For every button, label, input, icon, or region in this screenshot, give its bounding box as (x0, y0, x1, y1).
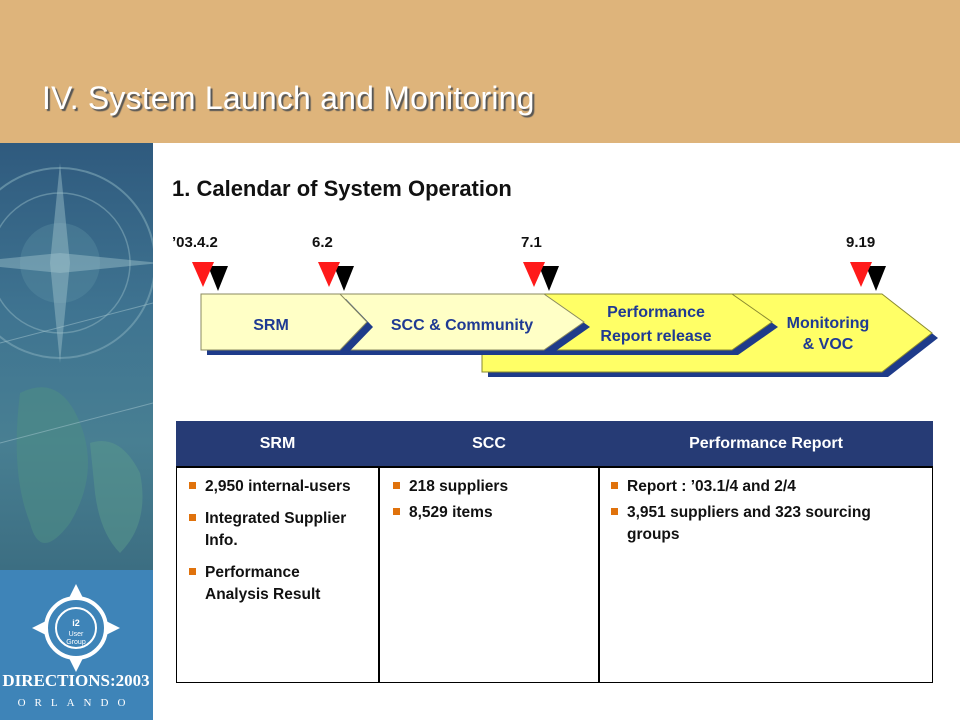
bullet-icon (393, 508, 400, 515)
logo-brand-text: DIRECTIONS:2003 (2, 671, 149, 690)
phase-label-performance-line1: Performance (607, 304, 705, 321)
phase-arrow-srm: SRM (200, 293, 373, 355)
phase-label-scc: SCC & Community (391, 317, 533, 334)
bullet-icon (611, 508, 618, 515)
list-item: Performance Analysis Result (187, 562, 365, 606)
milestone-marker-4 (850, 262, 886, 291)
bullet-icon (189, 514, 196, 521)
compass-map-illustration (0, 163, 153, 553)
page-title: IV. System Launch and Monitoring (42, 80, 535, 116)
bullet-icon (611, 482, 618, 489)
list-item: 2,950 internal-users (187, 476, 365, 498)
phase-arrow-scc: SCC & Community (336, 293, 590, 355)
phase-label-monitoring-line2: & VOC (803, 336, 854, 353)
milestone-marker-3 (523, 262, 559, 291)
phase-label-performance-line2: Report release (600, 328, 711, 345)
header-performance-report: Performance Report (689, 435, 843, 452)
date-label-4: 9.19 (846, 234, 876, 251)
bullet-icon (393, 482, 400, 489)
header-bar (0, 0, 960, 143)
timeline-diagram: Monitoring & VOC Performance Report rele… (192, 262, 938, 377)
list-item: 3,951 suppliers and 323 sourcing groups (609, 502, 919, 546)
performance-report-column: Report : ’03.1/4 and 2/4 3,951 suppliers… (609, 476, 919, 556)
summary-table: SRM SCC Performance Report 2,950 interna… (176, 421, 933, 683)
srm-column: 2,950 internal-users Integrated Supplier… (187, 476, 365, 616)
svg-text:User: User (69, 631, 84, 638)
scc-column: 218 suppliers 8,529 items (391, 476, 591, 534)
header-scc: SCC (472, 435, 506, 452)
list-item: 8,529 items (391, 502, 591, 524)
i2-user-group-emblem: i2 User Group DIRECTIONS:2003 ORLANDO (2, 584, 150, 709)
table-body: 2,950 internal-users Integrated Supplier… (176, 466, 933, 683)
logo-city-text: ORLANDO (18, 697, 135, 709)
list-item: Integrated Supplier Info. (187, 508, 365, 552)
svg-text:Group: Group (66, 639, 86, 646)
column-divider (378, 468, 380, 682)
bullet-icon (189, 482, 196, 489)
list-item: 218 suppliers (391, 476, 591, 498)
section-subtitle: 1. Calendar of System Operation (172, 176, 512, 201)
phase-arrow-performance: Performance Report release (541, 293, 778, 355)
svg-text:i2: i2 (72, 618, 80, 628)
phase-label-srm: SRM (253, 317, 289, 334)
decorative-map-image (0, 143, 153, 570)
date-label-2: 6.2 (312, 234, 333, 251)
date-label-1: ’03.4.2 (172, 234, 218, 251)
milestone-marker-2 (318, 262, 354, 291)
directions-2003-logo: i2 User Group DIRECTIONS:2003 ORLANDO (0, 570, 153, 720)
list-item: Report : ’03.1/4 and 2/4 (609, 476, 919, 498)
bullet-icon (189, 568, 196, 575)
date-label-3: 7.1 (521, 234, 542, 251)
header-srm: SRM (259, 435, 296, 452)
phase-label-monitoring-line1: Monitoring (787, 315, 870, 332)
column-divider (598, 468, 600, 682)
milestone-marker-1 (192, 262, 228, 291)
table-header-row: SRM SCC Performance Report (176, 421, 933, 466)
